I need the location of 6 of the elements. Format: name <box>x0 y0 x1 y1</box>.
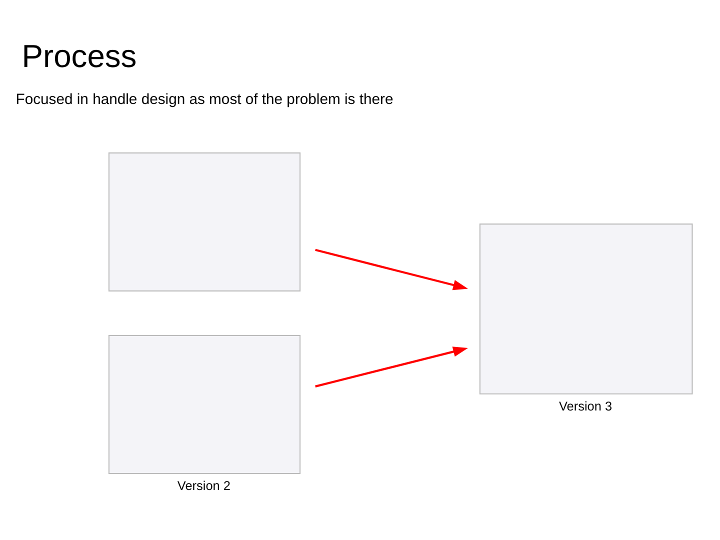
node-label: Version 3 <box>559 398 612 413</box>
node-label: Version 2 <box>177 478 230 493</box>
arrow <box>315 248 468 290</box>
diagram-title: Process <box>22 37 137 74</box>
label: Focused in handle design as most of the problem is there <box>16 91 394 108</box>
arrow <box>315 346 468 387</box>
